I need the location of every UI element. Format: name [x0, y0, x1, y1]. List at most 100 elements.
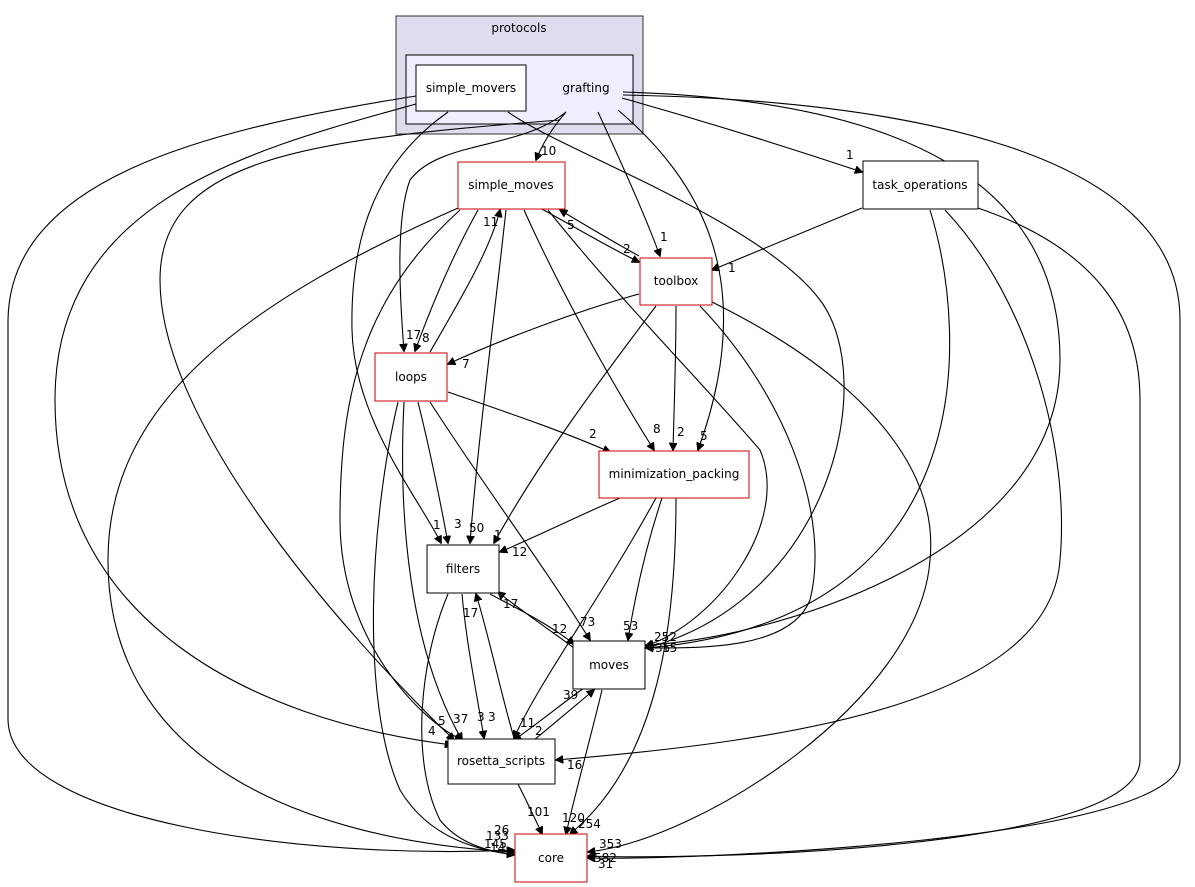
- edge-label: 2: [535, 724, 543, 738]
- edge-label: 582: [594, 851, 617, 865]
- node-minimization-packing[interactable]: minimization_packing: [598, 450, 750, 499]
- edge-label: 11: [483, 215, 498, 229]
- edge-label: 37: [453, 712, 468, 726]
- node-filters[interactable]: filters: [426, 544, 500, 594]
- edge-task-rs: [556, 209, 1063, 760]
- edge-label: 120: [562, 811, 585, 825]
- edge-label: 2: [623, 242, 631, 256]
- node-label: filters: [446, 562, 480, 576]
- edge-loops-filters: [417, 401, 448, 543]
- edge-toolbox-filters: [494, 305, 657, 543]
- edge-sm-filters: [470, 209, 507, 543]
- edge-label: 12: [512, 545, 527, 559]
- edge-grafting-core: [588, 94, 1181, 858]
- edge-sm-moves: [547, 209, 768, 646]
- edge-grafting-simple-moves: [536, 111, 567, 160]
- edge-moves-rs: [514, 687, 585, 740]
- node-core[interactable]: core: [514, 833, 588, 883]
- edge-label: 5: [567, 218, 575, 232]
- edge-label: 15: [662, 641, 677, 655]
- edge-grafting-moves: [622, 91, 1061, 645]
- edge-moves-filters: [498, 592, 575, 649]
- edge-label: 101: [527, 805, 550, 819]
- edge-sm-loops: [415, 209, 479, 351]
- edge-label: 31: [598, 857, 613, 871]
- edge-sm-min: [523, 209, 654, 450]
- edge-loops-moves: [429, 401, 590, 640]
- edge-grafting-task-operations: [621, 97, 862, 172]
- cluster-grafting-label: grafting: [562, 81, 609, 95]
- node-label: toolbox: [654, 274, 698, 288]
- edge-label: 53: [623, 619, 638, 633]
- edge-min-filters: [500, 497, 621, 552]
- edge-label: 3: [454, 517, 462, 531]
- edge-loops-min: [447, 391, 610, 452]
- edge-task-moves: [646, 209, 951, 648]
- edge-grafting-loops: [399, 111, 567, 351]
- edge-min-moves: [628, 497, 663, 640]
- edge-label: 8: [422, 331, 430, 345]
- node-label: task_operations: [872, 178, 967, 192]
- edge-label: 50: [469, 521, 484, 535]
- edge-simple-movers-core: [7, 95, 514, 851]
- edge-task-toolbox: [712, 207, 863, 270]
- edge-labels: 10 1 1 1 2 5 11 8 17 7 2 8 2 5 12 1 50 3…: [406, 144, 854, 871]
- edge-filters-rs: [461, 593, 484, 738]
- edge-label: 26: [494, 823, 509, 837]
- node-label: minimization_packing: [609, 467, 740, 481]
- node-simple-moves[interactable]: simple_moves: [457, 161, 566, 210]
- edge-toolbox-moves: [646, 305, 816, 648]
- edge-loops-core: [372, 401, 514, 855]
- node-label: moves: [589, 658, 629, 672]
- edge-simple-movers-rs: [54, 103, 452, 745]
- edge-moves-core: [566, 689, 603, 834]
- edge-label: 5: [438, 714, 446, 728]
- edge-label: 17: [463, 606, 478, 620]
- edge-toolbox-min: [673, 305, 676, 450]
- edge-toolbox-core: [588, 301, 932, 852]
- edge-label: 133: [486, 829, 509, 843]
- cluster-protocols-label: protocols: [491, 21, 546, 35]
- edge-label: 145: [484, 837, 507, 851]
- node-label: simple_moves: [468, 178, 553, 192]
- node-rosetta-scripts[interactable]: rosetta_scripts: [447, 738, 556, 785]
- edge-toolbox-sm: [560, 210, 640, 257]
- node-label: simple_movers: [426, 81, 516, 95]
- edge-rs-core: [517, 783, 542, 834]
- edge-min-rs: [514, 497, 657, 738]
- edge-sm-core: [107, 207, 514, 852]
- edge-label: 35: [655, 641, 670, 655]
- edge-label: 3: [477, 710, 485, 724]
- edge-label: 2: [677, 425, 685, 439]
- edge-toolbox-loops: [448, 293, 640, 364]
- edge-label: 73: [580, 615, 595, 629]
- edge-label: 39: [563, 688, 578, 702]
- edge-label: 252: [654, 630, 677, 644]
- edge-label: 14: [490, 841, 505, 855]
- edge-label: 1: [846, 148, 854, 162]
- node-task-operations[interactable]: task_operations: [862, 160, 979, 210]
- edge-min-core: [570, 497, 677, 834]
- edge-rs-filters: [476, 594, 515, 739]
- edge-label: 17: [503, 597, 518, 611]
- edge-loops-sm: [429, 210, 500, 353]
- edge-label: 7: [462, 357, 470, 371]
- edge-loops-rs: [402, 401, 462, 740]
- edge-sm-rs: [339, 209, 462, 740]
- node-label: loops: [395, 370, 427, 384]
- edge-simple-movers-moves: [507, 111, 845, 648]
- edge-rs-moves: [533, 690, 594, 741]
- edge-label: 17: [406, 328, 421, 342]
- node-loops[interactable]: loops: [374, 352, 448, 402]
- edge-label: 3: [488, 710, 496, 724]
- node-simple-movers[interactable]: simple_movers: [415, 64, 527, 112]
- edge-label: 254: [578, 817, 601, 831]
- edges: [7, 91, 1181, 858]
- node-toolbox[interactable]: toolbox: [639, 257, 713, 306]
- node-moves[interactable]: moves: [572, 640, 646, 690]
- edge-label: 353: [599, 837, 622, 851]
- edge-grafting-min: [617, 109, 725, 450]
- edge-label: 2: [589, 427, 597, 441]
- node-label: rosetta_scripts: [457, 754, 545, 768]
